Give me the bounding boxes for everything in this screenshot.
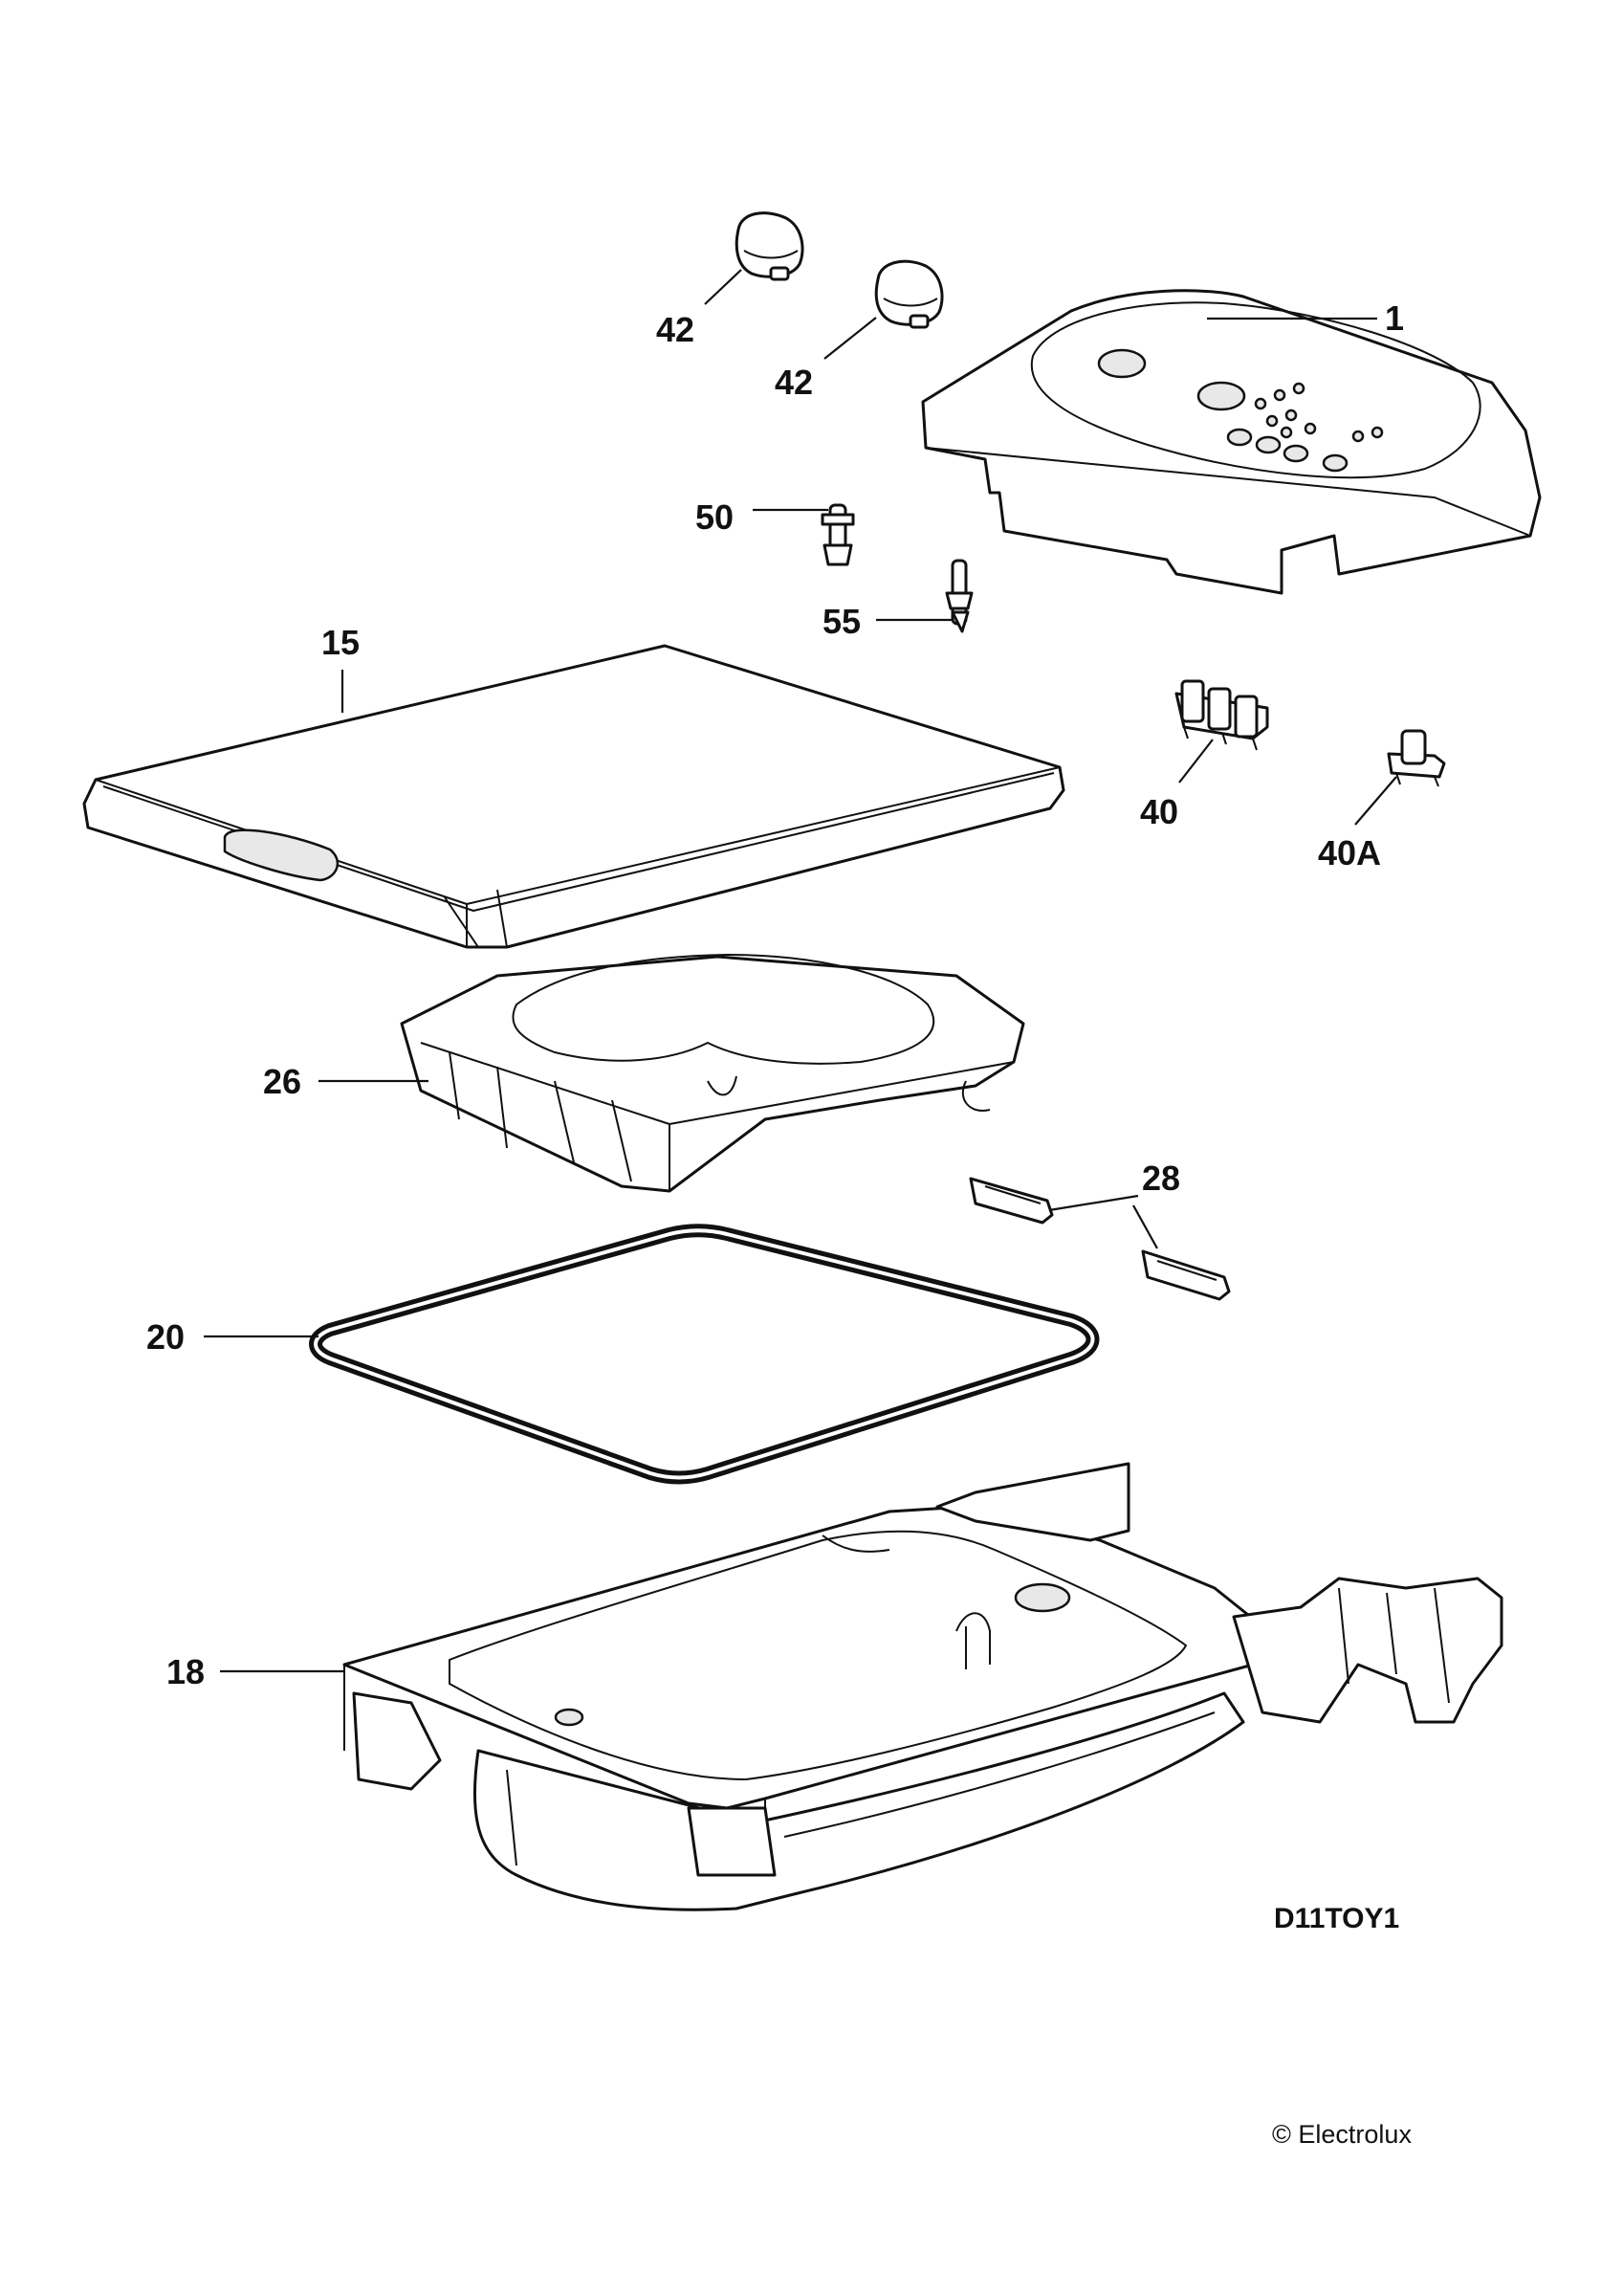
leader-lines [204,269,1397,1673]
callout-42-right: 42 [775,363,813,402]
callout-26: 26 [263,1062,301,1101]
part-55-pin [945,559,974,633]
part-40-switch-block [1174,679,1269,751]
part-28-hinge-pin-lower [1141,1249,1231,1301]
callout-28: 28 [1142,1159,1180,1198]
callout-20: 20 [146,1317,185,1357]
drawing-code: D11TOY1 [1274,1903,1399,1934]
part-28-hinge-pin-upper [969,1177,1054,1225]
leader-40 [1178,739,1214,784]
callout-15: 15 [321,623,360,662]
part-1-control-panel [921,289,1542,595]
part-20-gasket [309,1224,1100,1485]
part-15-lid [82,644,1065,949]
leader-40a [1354,776,1397,826]
callout-50: 50 [695,497,734,537]
part-42-knob-right [874,259,944,329]
callout-18: 18 [166,1652,205,1691]
part-42-knob-left [735,211,804,281]
callout-55: 55 [822,602,861,641]
copyright-notice: © Electrolux [1272,2120,1412,2149]
callout-1: 1 [1385,298,1404,338]
leader-28-lower [1132,1204,1158,1249]
part-40a-switch [1387,729,1446,787]
leader-28-upper [1048,1194,1139,1212]
part-18-top-frame [342,1462,1503,1911]
leader-42-left [704,269,742,305]
callout-40: 40 [1140,792,1178,831]
part-50-pin [821,503,855,566]
callout-42-left: 42 [656,310,694,349]
callout-40a: 40A [1318,833,1381,872]
leader-42-right [823,317,877,360]
part-26-dispenser-tray [400,954,1025,1193]
